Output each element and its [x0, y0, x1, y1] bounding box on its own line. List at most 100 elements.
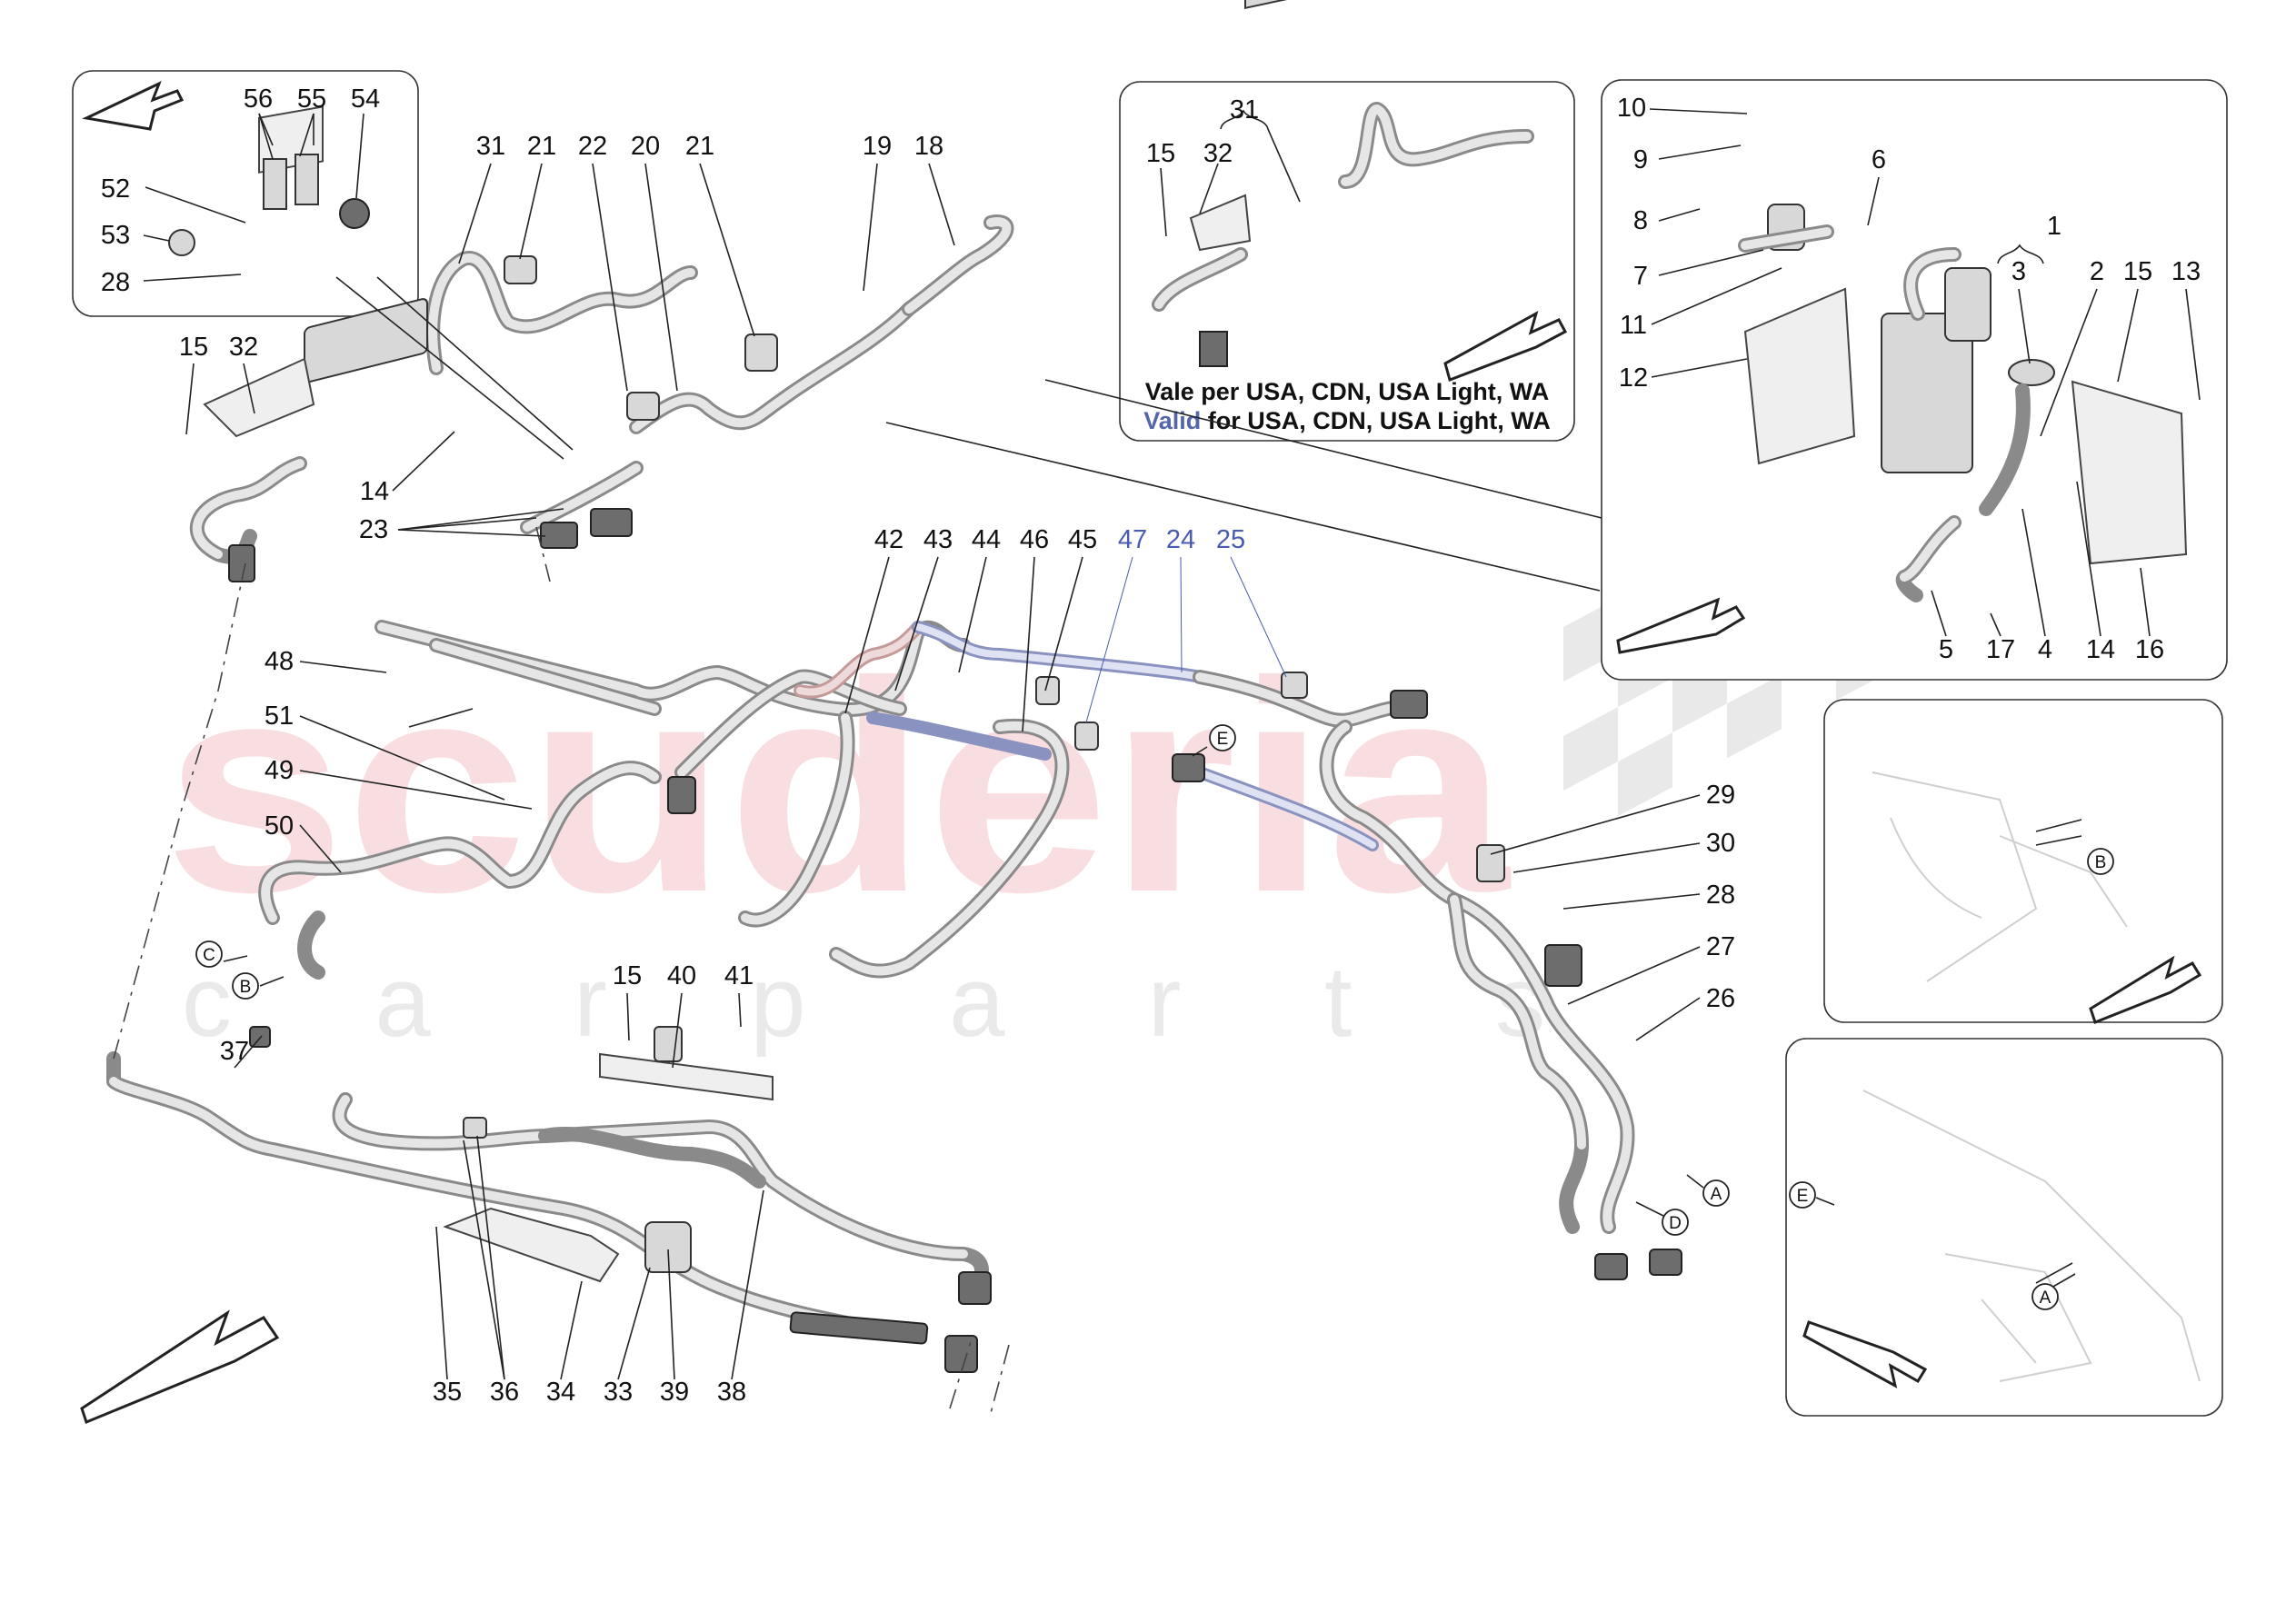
marker-b-main: [232, 972, 259, 1000]
marker-c: [195, 940, 223, 968]
svg-text:E: E: [1797, 1187, 1809, 1206]
label: 42: [874, 525, 903, 554]
label: 17: [1986, 635, 2015, 664]
label: 7: [1633, 262, 1648, 291]
marker-a: [2031, 1283, 2059, 1310]
direction-arrow-icon: [1616, 597, 1746, 654]
label: 8: [1633, 206, 1648, 235]
label: 15: [1146, 139, 1175, 168]
label: 51: [265, 702, 294, 731]
label: 3: [2011, 257, 2026, 286]
valid-note-it: Vale per USA, CDN, USA Light, WA: [1145, 378, 1550, 405]
direction-arrow-icon: [2089, 955, 2202, 1024]
label: 34: [546, 1378, 575, 1407]
label-highlight: 24: [1166, 525, 1195, 554]
label: 2: [2090, 257, 2104, 286]
label: 14: [360, 477, 389, 506]
direction-arrow-icon: [1802, 1320, 1928, 1388]
label: 56: [244, 85, 273, 114]
label: 4: [2038, 635, 2052, 664]
label: 43: [923, 525, 953, 554]
label: 33: [604, 1378, 633, 1407]
label: 49: [265, 756, 294, 785]
label: 15: [2123, 257, 2152, 286]
svg-text:C: C: [203, 946, 215, 965]
label: 52: [101, 174, 130, 204]
label: 27: [1706, 932, 1735, 961]
direction-arrow-icon: [1443, 310, 1568, 382]
label: 44: [972, 525, 1001, 554]
inset-top-right: [1601, 79, 2228, 681]
label: 14: [2086, 635, 2115, 664]
label: 37: [220, 1037, 249, 1066]
inset-top-middle: Vale per USA, CDN, USA Light, WA Valid f…: [1119, 0, 1575, 442]
label: 32: [229, 333, 258, 362]
svg-text:B: B: [240, 978, 252, 997]
label: 22: [578, 132, 607, 161]
label: 28: [1706, 881, 1735, 910]
label: 46: [1020, 525, 1049, 554]
svg-text:A: A: [2040, 1289, 2051, 1308]
label: 40: [667, 961, 696, 990]
inset-view-ae: A E: [1785, 1038, 2223, 1417]
main-assembly: [106, 214, 1682, 1414]
label: 29: [1706, 781, 1735, 810]
label: 32: [1203, 139, 1233, 168]
label: 12: [1619, 363, 1648, 393]
label: 31: [1230, 95, 1259, 124]
svg-text:D: D: [1669, 1214, 1682, 1233]
label: 19: [863, 132, 892, 161]
label-highlight: 47: [1118, 525, 1147, 554]
label: 10: [1617, 94, 1646, 123]
direction-arrow-icon: [82, 81, 185, 131]
marker-d-main: [1662, 1209, 1689, 1236]
label: 21: [685, 132, 714, 161]
label: 36: [490, 1378, 519, 1407]
view-markers: C B E A D: [195, 724, 1730, 1236]
label: 13: [2171, 257, 2201, 286]
label: 11: [1620, 311, 1647, 340]
label: 45: [1068, 525, 1097, 554]
label: 54: [351, 85, 380, 114]
marker-b: [2087, 848, 2114, 875]
marker-a-main: [1702, 1179, 1730, 1207]
label: 26: [1706, 984, 1735, 1013]
label: 28: [101, 268, 130, 297]
label: 21: [527, 132, 556, 161]
labels-main: 31 21 22 20 21 19 18 15 32 14 23 42 43 4…: [179, 132, 1735, 1407]
label: 23: [359, 515, 388, 544]
label: 35: [433, 1378, 462, 1407]
label: 41: [724, 961, 754, 990]
label: 16: [2135, 635, 2164, 664]
label: 20: [631, 132, 660, 161]
label: 6: [1872, 145, 1886, 174]
svg-text:E: E: [1217, 730, 1229, 749]
label-highlight: 25: [1216, 525, 1245, 554]
marker-e: [1789, 1181, 1816, 1209]
label: 48: [265, 647, 294, 676]
valid-note-en: Valid for USA, CDN, USA Light, WA: [1143, 407, 1551, 434]
label: 18: [914, 132, 943, 161]
inset-top-left: [72, 70, 419, 317]
label: 5: [1939, 635, 1953, 664]
labels-inset-top-right: 10 9 8 7 11 12 6 1 3 2 15 13 5 17 4 14 1…: [1617, 94, 2201, 664]
labels-inset-top-left: 56 55 54 52 53 28: [101, 85, 380, 297]
inset-view-b: B: [1823, 699, 2223, 1024]
label: 39: [660, 1378, 689, 1407]
label: 53: [101, 221, 130, 250]
label: 55: [297, 85, 326, 114]
valid-note-en-rest: for USA, CDN, USA Light, WA: [1201, 407, 1550, 434]
labels-inset-top-middle: 31 15 32: [1146, 95, 1259, 168]
label: 30: [1706, 829, 1735, 858]
label: 50: [265, 811, 294, 841]
label: 9: [1633, 145, 1648, 174]
label: 15: [613, 961, 642, 990]
label: 31: [476, 132, 505, 161]
label: 15: [179, 333, 208, 362]
direction-arrow-icon: [80, 1309, 280, 1424]
svg-text:A: A: [1711, 1185, 1722, 1204]
label: 38: [717, 1378, 746, 1407]
svg-text:B: B: [2095, 853, 2107, 872]
marker-e-main: [1209, 724, 1236, 751]
